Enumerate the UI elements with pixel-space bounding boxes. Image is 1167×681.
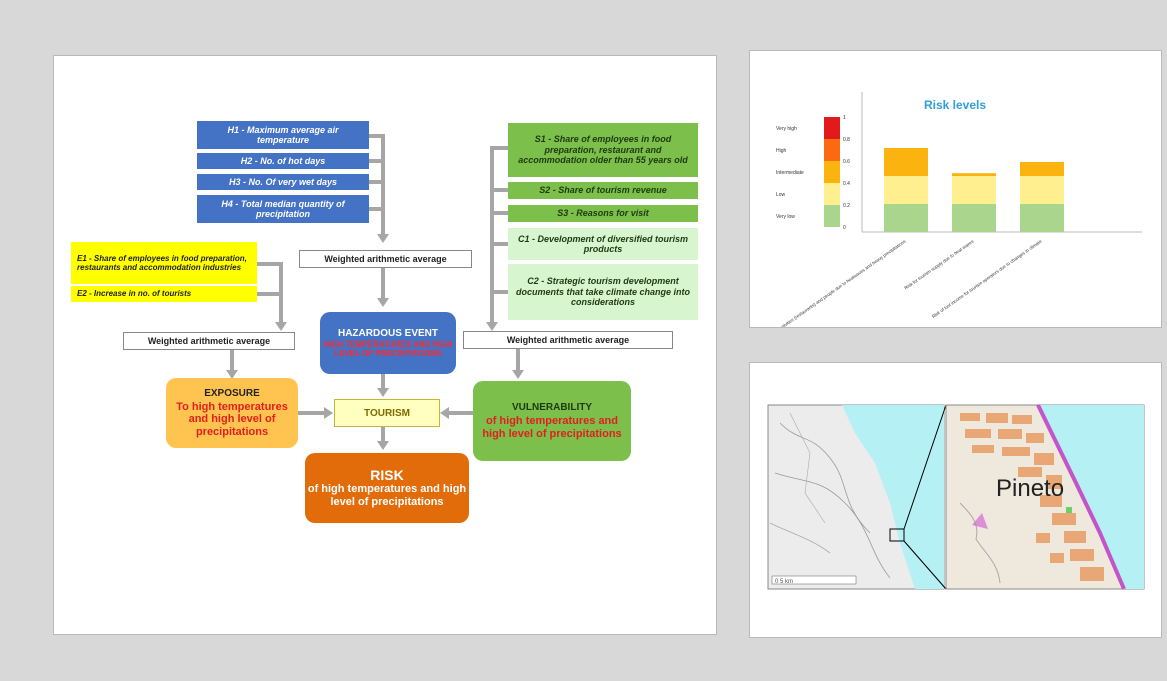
bar-segment [884, 148, 928, 176]
connector [298, 411, 324, 415]
connector [369, 134, 383, 138]
legend-swatch [824, 205, 840, 227]
connector [230, 350, 234, 370]
arrow-head [377, 441, 389, 450]
bar-segment [884, 176, 928, 204]
chart-title: Risk levels [924, 98, 986, 112]
exposure-indicator-e2: E2 - Increase in no. of tourists [71, 286, 257, 302]
connector [449, 411, 473, 415]
weighted-average-vulnerability: Weighted arithmetic average [463, 331, 673, 349]
connector [516, 349, 520, 370]
connector [257, 262, 281, 266]
weighted-average-exposure: Weighted arithmetic average [123, 332, 295, 350]
bar-segment [952, 204, 996, 232]
detail-map: Pineto [945, 404, 1145, 590]
arrow-head [486, 322, 498, 331]
capacity-indicator-c2: C2 - Strategic tourism development docum… [508, 264, 698, 320]
connector [492, 188, 508, 192]
legend-swatch [824, 117, 840, 139]
capacity-indicator-c1: C1 - Development of diversified tourism … [508, 228, 698, 260]
arrow-head [324, 407, 333, 419]
connector [381, 427, 385, 441]
legend-tick-label: 0 [843, 225, 846, 231]
diagram-panel: H1 - Maximum average air temperature H2 … [53, 55, 717, 635]
legend-label: High [776, 148, 787, 154]
map-scale-label: 0 5 km [775, 579, 793, 585]
connector [369, 180, 383, 184]
legend-tick-label: 0.2 [843, 203, 850, 209]
legend-label: Low [776, 192, 786, 198]
arrow-head [440, 407, 449, 419]
arrow-head [512, 370, 524, 379]
hazardous-event-text: HIGH TEMPERATURES AND HIGH LEVEL OF PREC… [323, 339, 453, 358]
weighted-average-hazard: Weighted arithmetic average [299, 250, 472, 268]
bar-segment [1020, 162, 1064, 176]
legend-label: Very high [776, 126, 797, 132]
hazardous-event-box: HAZARDOUS EVENT HIGH TEMPERATURES AND HI… [320, 312, 456, 374]
vulnerability-indicator-s3: S3 - Reasons for visit [508, 205, 698, 222]
legend-label: Very low [776, 214, 795, 220]
tourism-box: TOURISM [334, 399, 440, 427]
map-scale-bar [771, 575, 857, 585]
arrow-head [226, 370, 238, 379]
hazardous-event-title: HAZARDOUS EVENT [337, 327, 438, 339]
bar-segment [1020, 204, 1064, 232]
category-label: Risk for economic activities (restaurant… [750, 238, 907, 327]
zoom-line [903, 404, 947, 530]
vulnerability-indicator-s1: S1 - Share of employees in food preparat… [508, 123, 698, 177]
connector [381, 374, 385, 388]
vulnerability-title: VULNERABILITY [512, 402, 592, 414]
bar-segment [884, 204, 928, 232]
arrow-head [377, 298, 389, 307]
exposure-text: To high temperatures and high level of p… [176, 401, 288, 438]
vulnerability-text: of high temperatures and high level of p… [482, 415, 622, 440]
category-label: Risk for tourism supply due to heat wave… [903, 238, 975, 290]
connector [492, 290, 508, 294]
hazard-indicator-h3: H3 - No. Of very wet days [197, 174, 369, 190]
hazard-indicator-h4: H4 - Total median quantity of precipitat… [197, 195, 369, 223]
connector [490, 146, 494, 322]
risk-box: RISK of high temperatures and high level… [305, 453, 469, 523]
overview-map: 0 5 km [767, 404, 945, 590]
arrow-head [275, 322, 287, 331]
category-label: Risk of lost income for tourism operator… [931, 238, 1043, 319]
zoom-line [903, 540, 947, 590]
location-map: 0 5 km Pineto [767, 404, 1145, 590]
hazard-indicator-h1: H1 - Maximum average air temperature [197, 121, 369, 149]
hazard-indicator-h2: H2 - No. of hot days [197, 153, 369, 169]
connector [492, 211, 508, 215]
connector [492, 146, 508, 150]
legend-tick-label: 0.6 [843, 159, 850, 165]
connector [257, 292, 281, 296]
risk-text: of high temperatures and high level of p… [307, 483, 467, 508]
connector [369, 159, 383, 163]
legend-swatch [824, 161, 840, 183]
bar-segment [1020, 176, 1064, 204]
arrow-head [377, 388, 389, 397]
legend-tick-label: 0.8 [843, 137, 850, 143]
exposure-title: EXPOSURE [204, 388, 260, 400]
bar-segment [952, 173, 996, 176]
connector [381, 134, 385, 234]
connector [369, 207, 383, 211]
legend-tick-label: 1 [843, 115, 846, 121]
vulnerability-indicator-s2: S2 - Share of tourism revenue [508, 182, 698, 199]
arrow-head [377, 234, 389, 243]
connector [492, 242, 508, 246]
connector [279, 262, 283, 322]
risk-title: RISK [370, 467, 404, 484]
legend-swatch [824, 139, 840, 161]
bar-segment [952, 176, 996, 204]
exposure-indicator-e1: E1 - Share of employees in food preparat… [71, 242, 257, 284]
map-panel: 0 5 km Pineto [749, 362, 1162, 638]
legend-label: Intermediate [776, 170, 804, 176]
legend-tick-label: 0.4 [843, 181, 850, 187]
legend-swatch [824, 183, 840, 205]
map-place-label: Pineto [996, 475, 1064, 502]
vulnerability-box: VULNERABILITY of high temperatures and h… [473, 381, 631, 461]
connector [381, 268, 385, 298]
exposure-box: EXPOSURE To high temperatures and high l… [166, 378, 298, 448]
